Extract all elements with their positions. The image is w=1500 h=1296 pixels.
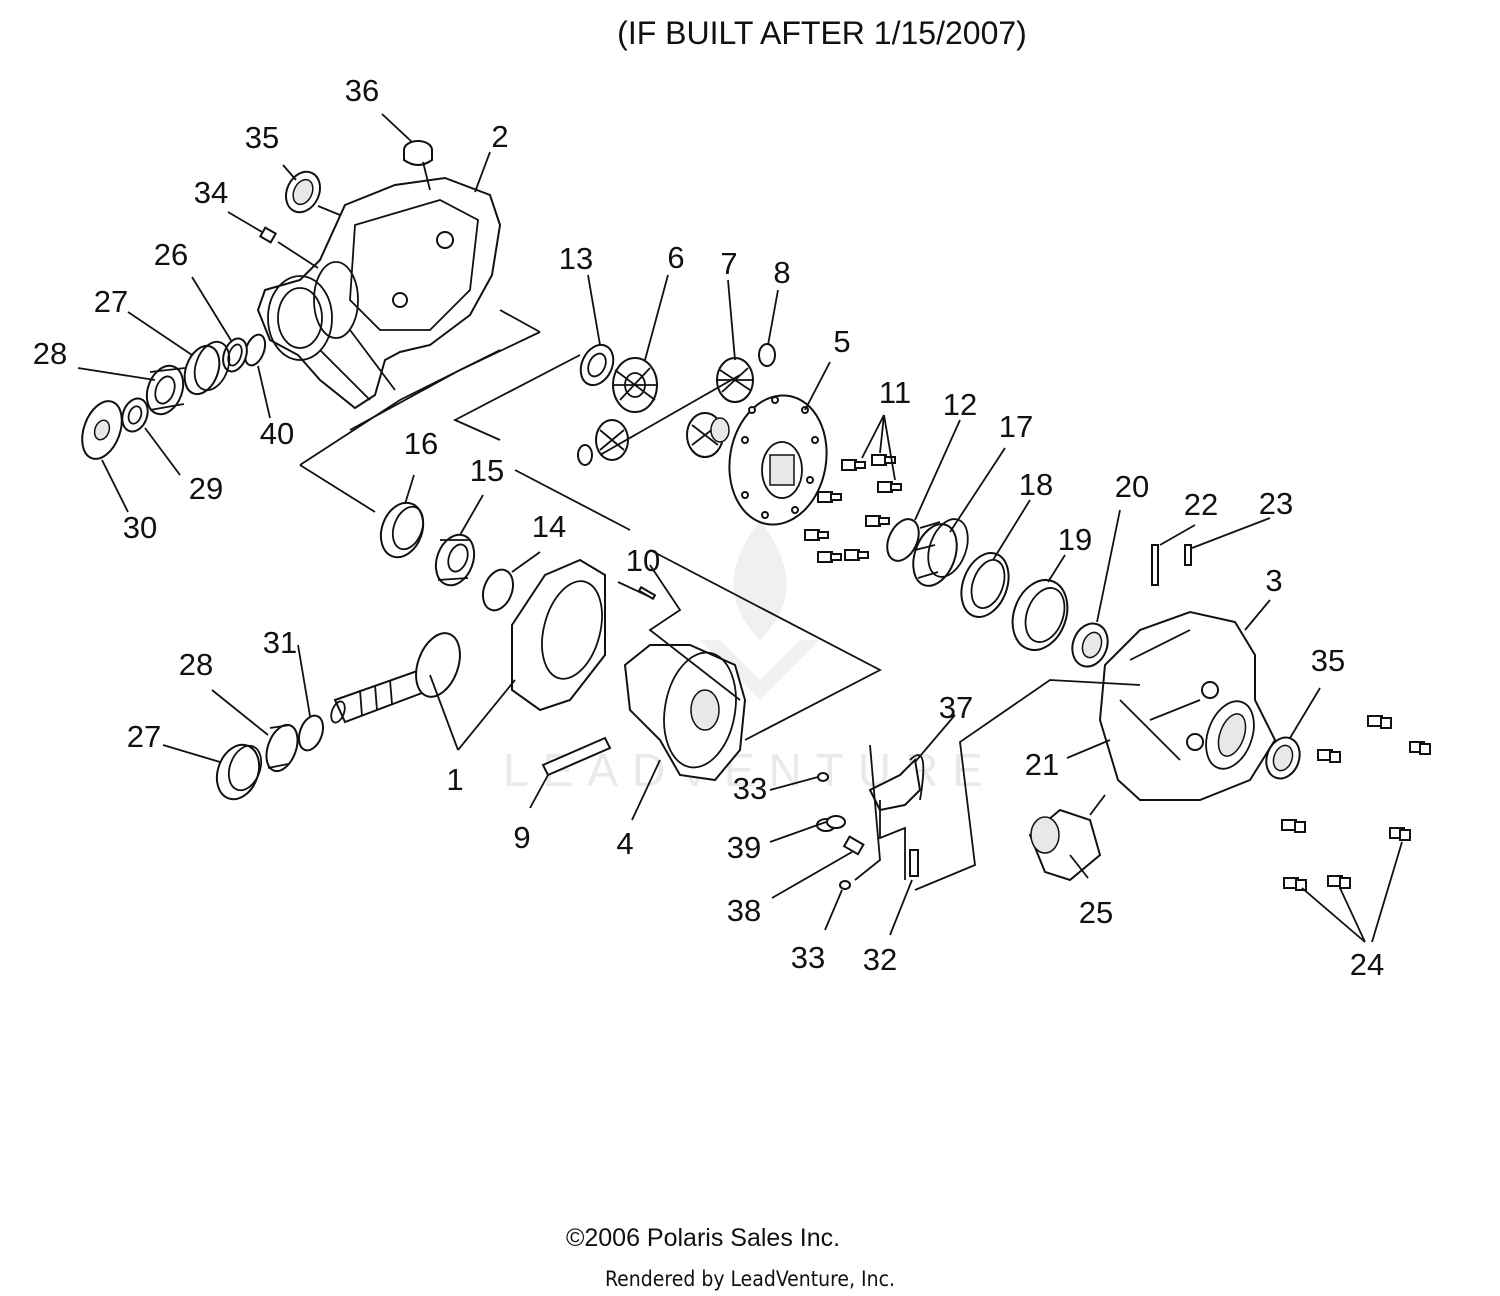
part-27-bearing-race-upper[interactable] [178,337,235,399]
part-32-pin[interactable] [909,849,919,877]
label-12: 12 [943,387,977,422]
label-37: 37 [939,690,973,725]
part-33-clip-lower[interactable] [839,880,851,890]
part-28-bearing-upper[interactable] [140,361,189,420]
label-39: 39 [727,830,761,865]
label-13: 13 [559,241,593,276]
part-15-bearing[interactable] [429,529,481,590]
label-26: 26 [154,237,188,272]
label-30: 30 [123,510,157,545]
part-2-housing[interactable] [256,176,502,410]
copyright-text: ©2006 Polaris Sales Inc. [566,1224,840,1252]
part-26-spacer[interactable] [219,335,251,374]
label-21: 21 [1025,747,1059,782]
label-38: 38 [727,893,761,928]
label-25: 25 [1079,895,1113,930]
part-7-pinion-gear[interactable] [716,357,754,403]
label-17: 17 [999,409,1033,444]
label-27-upper: 27 [94,284,128,319]
part-1-pinion-shaft[interactable] [329,627,468,724]
part-10-cover-plate[interactable] [511,558,657,712]
part-28-bearing-lower[interactable] [261,721,304,776]
label-27-lower: 27 [127,719,161,754]
label-22: 22 [1184,487,1218,522]
label-35-upper: 35 [245,120,279,155]
part-16-race[interactable] [374,497,431,563]
label-31: 31 [263,625,297,660]
leader-lines [77,113,1403,943]
part-5-ring-gear[interactable] [719,388,836,533]
diagram-title: (IF BUILT AFTER 1/15/2007) [617,15,1027,51]
part-18-race[interactable] [953,546,1017,623]
label-19: 19 [1058,522,1092,557]
label-11: 11 [879,375,911,410]
label-32: 32 [863,942,897,977]
label-33-lower: 33 [791,940,825,975]
part-35-seal-lower[interactable] [1261,733,1305,783]
label-6: 6 [667,240,684,275]
part-20-coupler[interactable] [1067,619,1114,672]
callout-labels: 36 35 2 34 26 27 28 40 29 30 13 6 7 8 5 … [33,73,1384,982]
label-15: 15 [470,453,504,488]
part-27-race-lower[interactable] [210,739,267,805]
label-14: 14 [532,509,566,544]
label-2: 2 [491,119,508,154]
part-14-o-ring[interactable] [478,565,519,614]
part-7-pinion-gear-lower[interactable] [686,412,730,458]
part-30-washer[interactable] [75,396,129,465]
label-9: 9 [513,820,530,855]
part-25-actuator[interactable] [1028,794,1106,882]
part-34-fitting[interactable] [258,226,278,244]
label-4: 4 [616,826,633,861]
part-8-washer[interactable] [758,343,776,367]
label-29: 29 [189,471,223,506]
label-28-lower: 28 [179,647,213,682]
part-19-seal[interactable] [1003,572,1076,657]
part-35-seal-upper[interactable] [280,166,327,218]
label-5: 5 [833,324,850,359]
part-33-clip-upper[interactable] [817,772,829,782]
gear-pin-line [599,374,741,456]
label-28-upper: 28 [33,336,67,371]
label-18: 18 [1019,467,1053,502]
label-8: 8 [773,255,790,290]
part-11-bolts[interactable] [804,454,902,563]
part-12-snap-ring[interactable] [881,514,925,566]
part-24-bolts[interactable] [1281,715,1431,891]
label-24: 24 [1350,947,1384,982]
label-20: 20 [1115,469,1149,504]
label-3: 3 [1265,563,1282,598]
label-10: 10 [626,543,660,578]
part-23-pin[interactable] [1184,544,1192,566]
label-40: 40 [260,416,294,451]
part-29-nut[interactable] [118,395,152,435]
part-36-plug[interactable] [403,140,433,166]
label-33-upper: 33 [733,771,767,806]
part-3-housing-cover[interactable] [1098,610,1277,801]
part-13-thrust-washer[interactable] [575,340,620,391]
part-38-screw[interactable] [842,835,865,856]
part-22-pin[interactable] [1151,544,1159,586]
label-16: 16 [404,426,438,461]
label-7: 7 [720,246,737,281]
part-4-diff-case[interactable] [623,644,747,782]
label-35-lower: 35 [1311,643,1345,678]
part-9-cross-pin[interactable] [541,736,612,777]
label-1: 1 [446,762,463,797]
part-31-shim[interactable] [295,712,328,753]
label-23: 23 [1259,486,1293,521]
label-34: 34 [194,175,228,210]
label-36: 36 [345,73,379,108]
rendered-by-text: Rendered by LeadVenture, Inc. [605,1267,895,1291]
part-6-side-gear[interactable] [612,357,658,413]
